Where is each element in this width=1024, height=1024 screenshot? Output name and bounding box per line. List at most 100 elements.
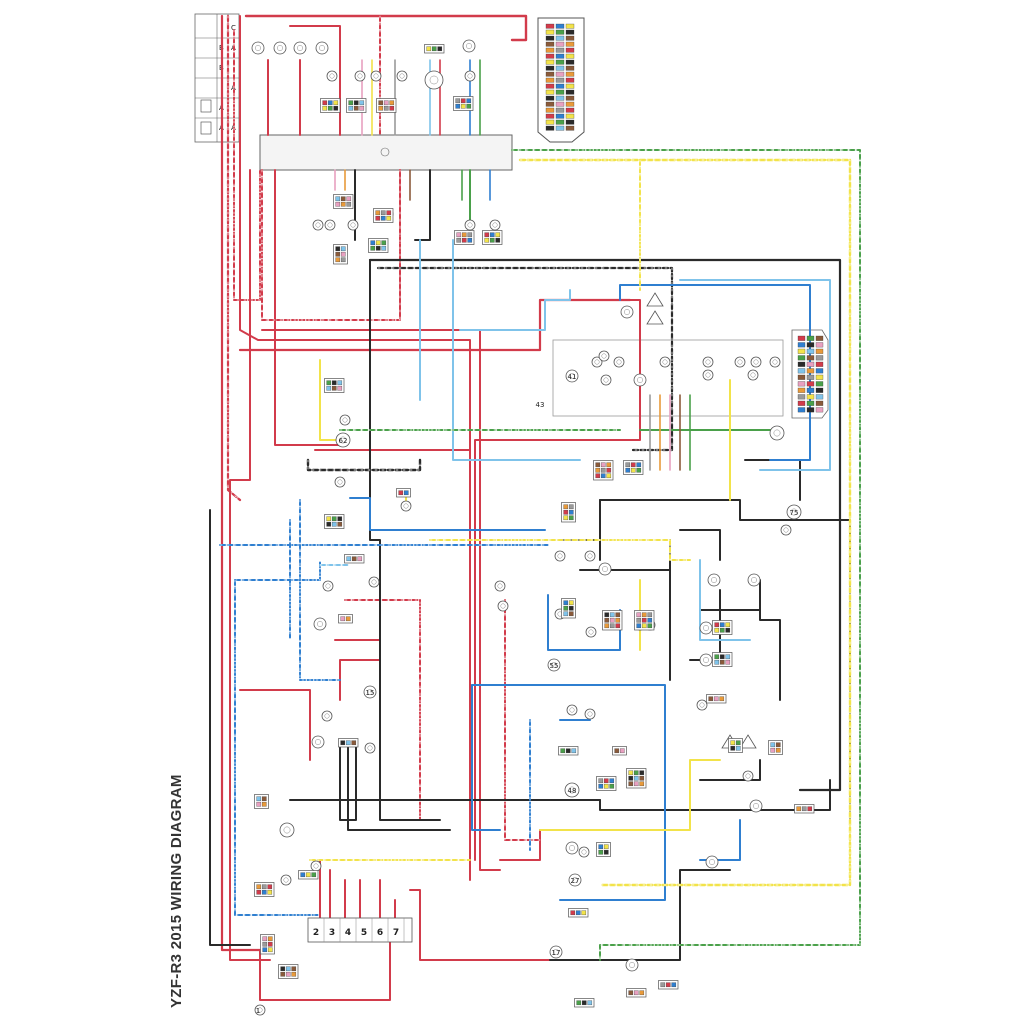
terminal-number-4: 4 bbox=[345, 928, 351, 938]
component-39 bbox=[321, 710, 333, 722]
component-30 bbox=[747, 369, 759, 381]
connector-27 bbox=[298, 870, 319, 880]
terminal-number-2: 2 bbox=[313, 928, 319, 938]
component-number-7: 55 bbox=[550, 662, 559, 670]
warning-triangle-icon bbox=[646, 310, 664, 325]
connector-12 bbox=[593, 460, 614, 481]
pin-7-2 bbox=[565, 65, 575, 71]
meter-pin-11-1 bbox=[806, 407, 815, 413]
pin-3-2 bbox=[565, 41, 575, 47]
component-number-2: 17 bbox=[552, 949, 561, 957]
meter-pin-2-1 bbox=[806, 348, 815, 354]
component-number-0: 1 bbox=[256, 1007, 260, 1015]
connector-38 bbox=[338, 738, 359, 748]
component-68 bbox=[705, 855, 719, 869]
connector-16 bbox=[561, 502, 576, 523]
component-29 bbox=[702, 369, 714, 381]
component-14 bbox=[347, 219, 359, 231]
component-26 bbox=[769, 356, 781, 368]
pin-12-0 bbox=[545, 95, 555, 101]
wire-red-11 bbox=[229, 169, 271, 961]
component-18 bbox=[339, 414, 351, 426]
terminal-number-7: 7 bbox=[393, 928, 399, 938]
connector-26 bbox=[254, 882, 275, 897]
wire-black-54 bbox=[306, 458, 422, 472]
wire-black-50 bbox=[549, 939, 681, 961]
connector-29 bbox=[260, 934, 275, 955]
terminal-number-5: 5 bbox=[361, 928, 367, 938]
pin-12-1 bbox=[555, 95, 565, 101]
component-19 bbox=[620, 305, 634, 319]
connector-35 bbox=[768, 740, 783, 755]
wire-red-29 bbox=[259, 941, 391, 1001]
component-47 bbox=[584, 550, 596, 562]
wire-stripe-31 bbox=[377, 267, 673, 451]
pin-2-0 bbox=[545, 35, 555, 41]
connector-31 bbox=[574, 998, 595, 1008]
pin-0-1 bbox=[555, 23, 565, 29]
wire-black-30 bbox=[368, 258, 842, 792]
component-56 bbox=[747, 573, 761, 587]
pin-17-2 bbox=[565, 125, 575, 131]
wire-red-9 bbox=[274, 169, 343, 446]
component-15 bbox=[464, 219, 476, 231]
pin-1-0 bbox=[545, 29, 555, 35]
connector-30 bbox=[568, 908, 589, 918]
meter-pin-1-0 bbox=[797, 342, 806, 348]
component-73 bbox=[254, 1004, 266, 1016]
component-74 bbox=[598, 350, 610, 362]
connector-5 bbox=[333, 194, 354, 209]
component-54 bbox=[780, 524, 792, 536]
pin-7-1 bbox=[555, 65, 565, 71]
pin-9-1 bbox=[555, 77, 565, 83]
component-59 bbox=[696, 699, 708, 711]
pin-8-0 bbox=[545, 71, 555, 77]
component-66 bbox=[549, 945, 563, 959]
connector-25 bbox=[254, 794, 269, 809]
wire-red-28 bbox=[504, 599, 541, 841]
meter-pin-5-0 bbox=[797, 368, 806, 374]
pin-10-0 bbox=[545, 83, 555, 89]
pin-4-2 bbox=[565, 47, 575, 53]
component-40 bbox=[311, 735, 325, 749]
wire-red-17 bbox=[344, 599, 421, 821]
component-70 bbox=[749, 799, 763, 813]
component-5 bbox=[354, 70, 366, 82]
component-4 bbox=[326, 70, 338, 82]
connector-11 bbox=[324, 378, 345, 393]
wire-black-32 bbox=[369, 259, 441, 821]
pin-11-1 bbox=[555, 89, 565, 95]
connector-28 bbox=[278, 964, 299, 979]
component-2 bbox=[293, 41, 307, 55]
component-33 bbox=[334, 476, 346, 488]
meter-pin-4-0 bbox=[797, 361, 806, 367]
component-number-4: 41 bbox=[568, 373, 577, 381]
component-10 bbox=[464, 70, 476, 82]
component-number-3: 27 bbox=[571, 877, 580, 885]
wire-stripe-54 bbox=[307, 459, 421, 471]
component-38 bbox=[363, 685, 377, 699]
meter-pin-10-0 bbox=[797, 400, 806, 406]
component-31 bbox=[633, 373, 647, 387]
component-23 bbox=[702, 356, 714, 368]
pin-0-0 bbox=[545, 23, 555, 29]
ecu-block bbox=[259, 134, 513, 171]
pin-15-0 bbox=[545, 113, 555, 119]
connector-2 bbox=[376, 98, 397, 113]
wire-yellow-78 bbox=[518, 158, 852, 887]
pin-11-2 bbox=[565, 89, 575, 95]
component-number-6: 48 bbox=[568, 787, 577, 795]
pin-15-1 bbox=[555, 113, 565, 119]
component-69 bbox=[742, 770, 754, 782]
component-0 bbox=[251, 41, 265, 55]
component-50 bbox=[585, 626, 597, 638]
legend-table: C A B B A A A A bbox=[194, 13, 240, 143]
connector-23 bbox=[596, 776, 617, 791]
pin-16-0 bbox=[545, 119, 555, 125]
pin-12-2 bbox=[565, 95, 575, 101]
wire-lightblue-70 bbox=[459, 289, 571, 331]
connector-18 bbox=[602, 610, 623, 631]
pin-4-1 bbox=[555, 47, 565, 53]
component-61 bbox=[584, 708, 596, 720]
